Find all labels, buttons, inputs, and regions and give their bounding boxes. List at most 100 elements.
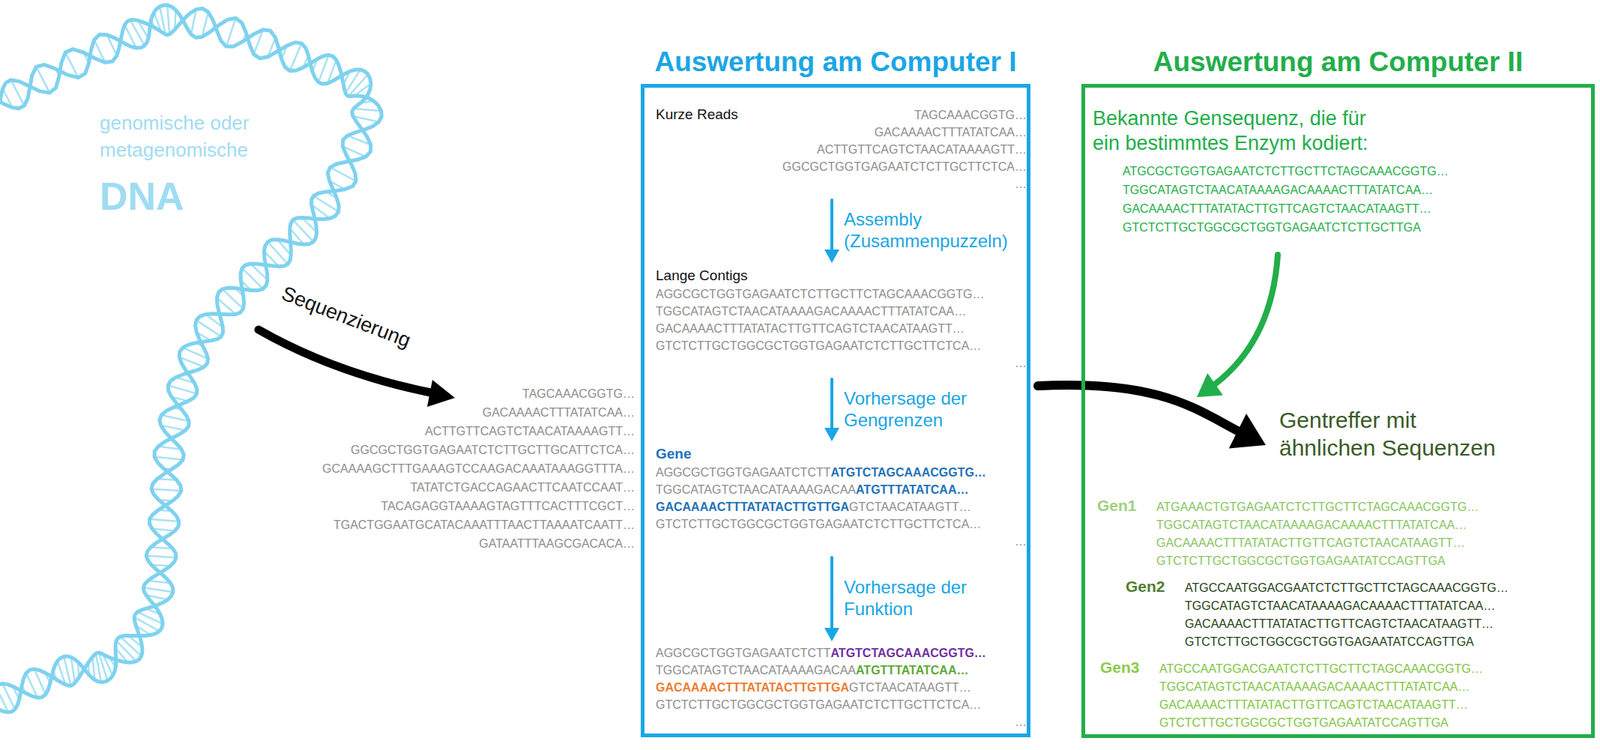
text-row: Lange Contigs (655, 266, 1027, 286)
panel-title: Auswertung am Computer I (584, 45, 1087, 79)
text-row: TGGCATAGTCTAACATAAAAGACAAATGTTTATATCAA… (655, 481, 1027, 499)
sequence-text: … (1014, 177, 1027, 191)
read-sequence: TACAGAGGTAAAAGTAGTTTCACTTTCGCT… (380, 497, 635, 515)
edge-label: Vorhersage der Funktion (843, 576, 1018, 620)
dna-label: genomische oder metagenomische (99, 109, 280, 164)
sequence-text: TAGCAAACGGTG… (914, 108, 1027, 122)
sequence-text: … (1014, 356, 1027, 370)
text-row: GACAAAACTTTATATACTTGTTGAGTCTAACATAAGTT… (655, 498, 1027, 516)
helix-rung (95, 653, 102, 682)
text-row: GACAAAACTTTATATCAA… (655, 123, 1027, 141)
sequence-text: ACTTGTTCAGTCTAACATAAAAGTT… (816, 143, 1027, 156)
function-block: AGGCGCTGGTGAGAATCTCTTATGTCTAGCAAACGGTG…T… (655, 644, 1027, 731)
sequencing-arrow (258, 329, 439, 395)
sequence-text: ATGAAACTGTGAGAATCTCTTGCTTCTAGCAAACGGTG… (1156, 500, 1479, 514)
helix-rung (0, 687, 9, 713)
connector-line (830, 379, 834, 431)
text-row: ATGCCAATGGACGAATCTCTTGCTTCTAGCAAACGGTG… (1125, 579, 1576, 598)
sequence-text: ATGCGCTGGTGAGAATCTCTTGCTTCTAGCAAACGGTG… (1122, 164, 1449, 178)
sequence-text: GTCTCTTGCTGGCGCTGGTGAGAATCTCTTGCTTCTCA… (655, 698, 981, 712)
heading-text: Gen1 (1097, 496, 1137, 515)
sequence-text: GTCTCTTGCTGGCGCTGGTGAGAATATCCAGTTGA (1159, 716, 1449, 730)
sequence-text: ATGCCAATGGACGAATCTCTTGCTTCTAGCAAACGGTG… (1184, 581, 1509, 595)
sequence-text: GACAAAACTTTATATACTTGTTGA (655, 500, 850, 514)
text-row: GTCTCTTGCTGGCGCTGGTGAGAATATCCAGTTGA (1100, 714, 1580, 733)
sequence-text: GACAAAACTTTATATACTTGTTCAGTCTAACATAAGTT… (1156, 536, 1466, 550)
connector-arrow (824, 200, 840, 264)
reads-block: Kurze ReadsTAGCAAACGGTG…GACAAAACTTTATATC… (655, 106, 1027, 193)
arrowhead (1229, 413, 1266, 449)
sequence-text: TGGCATAGTCTAACATAAAAGACAAAACTTTATATCAA… (1159, 680, 1470, 694)
helix-rung (143, 587, 174, 593)
read-sequence: GATAATTTAAGCGACACA… (478, 535, 635, 553)
helix-rung (119, 637, 141, 657)
read-sequence: GACAAAACTTTATATCAA… (482, 403, 635, 422)
sequence-text: GTCTCTTGCTGGCGCTGGTGAGAATATCCAGTTGA (1184, 635, 1475, 649)
text-row: TGGCATAGTCTAACATAAAAGACAAAACTTTATATCAA… (1097, 516, 1577, 535)
connector-line (830, 557, 834, 632)
arrowhead (824, 628, 840, 642)
sequence-text: AGGCGCTGGTGAGAATCTCTT (655, 646, 831, 660)
connector-arrow (824, 379, 840, 442)
arrowhead (824, 427, 840, 442)
helix-rung (116, 640, 137, 661)
helix-rung (267, 242, 288, 265)
read-sequence: GGCGCTGGTGAGAATCTCTTGCTTGCATTCTCA… (350, 441, 635, 459)
helix-rung (226, 17, 237, 47)
sequence-text: GTCTAACATAAGTT… (849, 681, 972, 694)
known-gene-block: Bekannte Gensequenz, die für ein bestimm… (1092, 106, 1565, 237)
sequence-text: AGGCGCTGGTGAGAATCTCTT (655, 466, 831, 479)
sequence-text: GTCTCTTGCTGGCGCTGGTGAGAATCTCTTGCTTCTCA… (655, 339, 981, 353)
text-row: TGGCATAGTCTAACATAAAAGACAAAACTTTATATCAA… (1092, 180, 1565, 200)
sequence-text: AGGCGCTGGTGAGAATCTCTTGCTTCTAGCAAACGGTG… (655, 287, 985, 301)
arrowhead (824, 249, 840, 264)
text-row: GGCGCTGGTGAGAATCTCTTGCTTCTCA… (655, 158, 1027, 176)
text-row: TGGCATAGTCTAACATAAAAGACAAAACTTTATATCAA… (1125, 597, 1576, 616)
sequence-text: GACAAAACTTTATATACTTGTTCAGTCTAACATAAGTT… (655, 322, 965, 335)
text-row: Gentreffer mit ähnlichen Sequenzen (1279, 406, 1587, 462)
sequence-text: GACAAAACTTTATATACTTGTTCAGTCTAACATAAGTT… (1122, 202, 1432, 216)
arrow-label: Sequenzierung (278, 281, 414, 353)
text-row: AGGCGCTGGTGAGAATCTCTTATGTCTAGCAAACGGTG… (655, 463, 1027, 482)
text-row: GACAAAACTTTATATACTTGTTGAGTCTAACATAAGTT… (655, 678, 1027, 697)
read-sequence: ACTTGTTCAGTCTAACATAAAAGTT… (424, 422, 635, 440)
edge-label: Assembly (Zusammenpuzzeln) (843, 208, 1018, 252)
helix-rung (167, 5, 170, 35)
heading-text: Gen2 (1125, 577, 1166, 596)
helix-rung (167, 385, 197, 394)
sequence-text: GGCGCTGGTGAGAATCTCTTGCTTCTCA… (782, 160, 1027, 174)
text-row: GTCTCTTGCTGGCGCTGGTGAGAATCTCTTGCTTCTCA… (655, 696, 1027, 714)
sequence-text: TGGCATAGTCTAACATAAAAGACAAAACTTTATATCAA… (655, 305, 966, 318)
connector-line (1037, 385, 1246, 436)
sequence-text: TGGCATAGTCTAACATAAAAGACAA (655, 483, 856, 497)
dna-label: DNA (99, 173, 185, 219)
sequence-text: GTCTCTTGCTGGCGCTGGTGAGAATCTCTTGCTTCTCA… (655, 517, 981, 531)
genes-block: GeneAGGCGCTGGTGAGAATCTCTTATGTCTAGCAAACGG… (655, 444, 1027, 551)
text-row: ATGAAACTGTGAGAATCTCTTGCTTCTAGCAAACGGTG… (1097, 498, 1577, 517)
text-row: GACAAAACTTTATATACTTGTTCAGTCTAACATAAGTT… (1100, 696, 1580, 715)
text-row: TGGCATAGTCTAACATAAAAGACAAAACTTTATATCAA… (1100, 678, 1580, 697)
text-row: AGGCGCTGGTGAGAATCTCTTATGTCTAGCAAACGGTG… (655, 644, 1027, 662)
heading-text: Lange Contigs (655, 266, 1027, 286)
sequence-text: … (1014, 715, 1027, 729)
connector-arrow (1037, 385, 1266, 449)
text-row: GTCTCTTGCTGGCGCTGGTGAGAATCTCTTGCTTCTCA… (655, 515, 1027, 533)
text-row: ATGCGCTGGTGAGAATCTCTTGCTTCTAGCAAACGGTG… (1092, 161, 1565, 181)
text-row: GACAAAACTTTATATACTTGTTCAGTCTAACATAAGTT… (1092, 199, 1565, 219)
helix-rung (293, 219, 314, 242)
contigs-block: Lange ContigsAGGCGCTGGTGAGAATCTCTTGCTTCT… (655, 266, 1027, 372)
text-row: GTCTCTTGCTGGCGCTGGTGAGAATCTCTTGCTTCTCA… (655, 337, 1027, 355)
sequence-text: TGGCATAGTCTAACATAAAAGACAAAACTTTATATCAA… (1122, 183, 1433, 197)
sequence-text: ATGCCAATGGACGAATCTCTTGCTTCTAGCAAACGGTG… (1159, 662, 1484, 676)
sequence-text: GTCTCTTGCTGGCGCTGGTGAGAATCTCTTGCTTGA (1122, 221, 1421, 234)
sequence-text: TGGCATAGTCTAACATAAAAGACAAAACTTTATATCAA… (1184, 599, 1496, 613)
helix-rung (146, 556, 177, 559)
text-row: GACAAAACTTTATATACTTGTTCAGTCTAACATAAGTT… (655, 320, 1027, 338)
sequence-text: … (1014, 535, 1027, 548)
arrowhead (1196, 373, 1224, 398)
helix-rung (353, 108, 382, 111)
text-row: TGGCATAGTCTAACATAAAAGACAAAACTTTATATCAA… (655, 302, 1027, 320)
sequence-text: ATGTCTAGCAAACGGTG… (830, 466, 986, 479)
edge-label: Vorhersage der Gengrenzen (843, 387, 1018, 431)
